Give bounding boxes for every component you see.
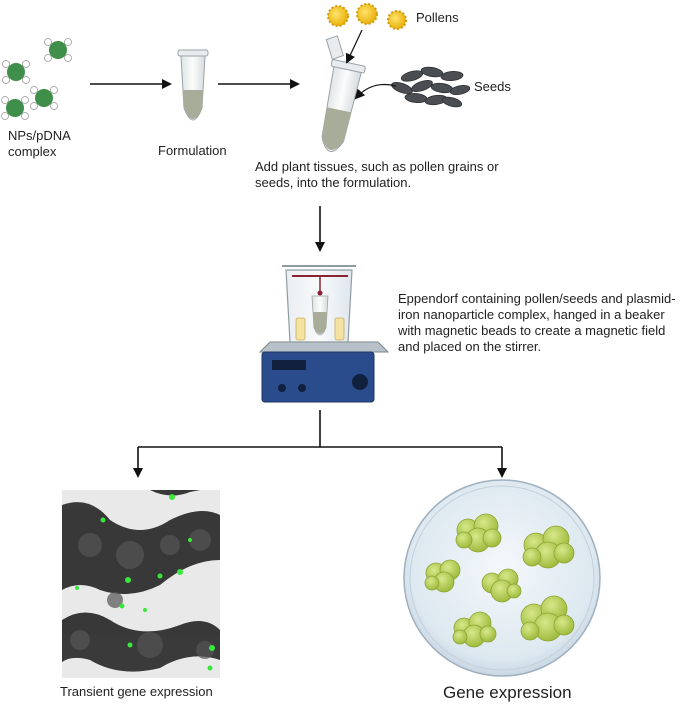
beaker-on-stirrer-icon xyxy=(258,265,390,403)
petri-dish-callus-icon xyxy=(403,479,601,677)
nanoparticle-complex-icon xyxy=(1,38,72,120)
gene-expression-label: Gene expression xyxy=(443,683,572,702)
transient-expression-label: Transient gene expression xyxy=(60,684,213,699)
np-complex-label: NPs/pDNA complex xyxy=(8,128,71,159)
branch-arrows xyxy=(133,410,507,478)
eppendorf-setup-caption: Eppendorf containing pollen/seeds and pl… xyxy=(398,291,676,354)
open-microtube-icon xyxy=(321,35,366,152)
arrow-seeds-to-tube xyxy=(354,83,397,100)
seed-icon xyxy=(391,66,471,108)
microscopy-image xyxy=(62,490,220,678)
add-tissues-caption: Add plant tissues, such as pollen grains… xyxy=(255,159,499,190)
microtube-icon xyxy=(177,49,209,121)
arrow-pollen-to-tube xyxy=(345,29,363,64)
seeds-label: Seeds xyxy=(474,79,511,94)
pollen-icon xyxy=(327,3,407,30)
pollens-label: Pollens xyxy=(416,10,459,25)
formulation-label: Formulation xyxy=(158,143,227,158)
